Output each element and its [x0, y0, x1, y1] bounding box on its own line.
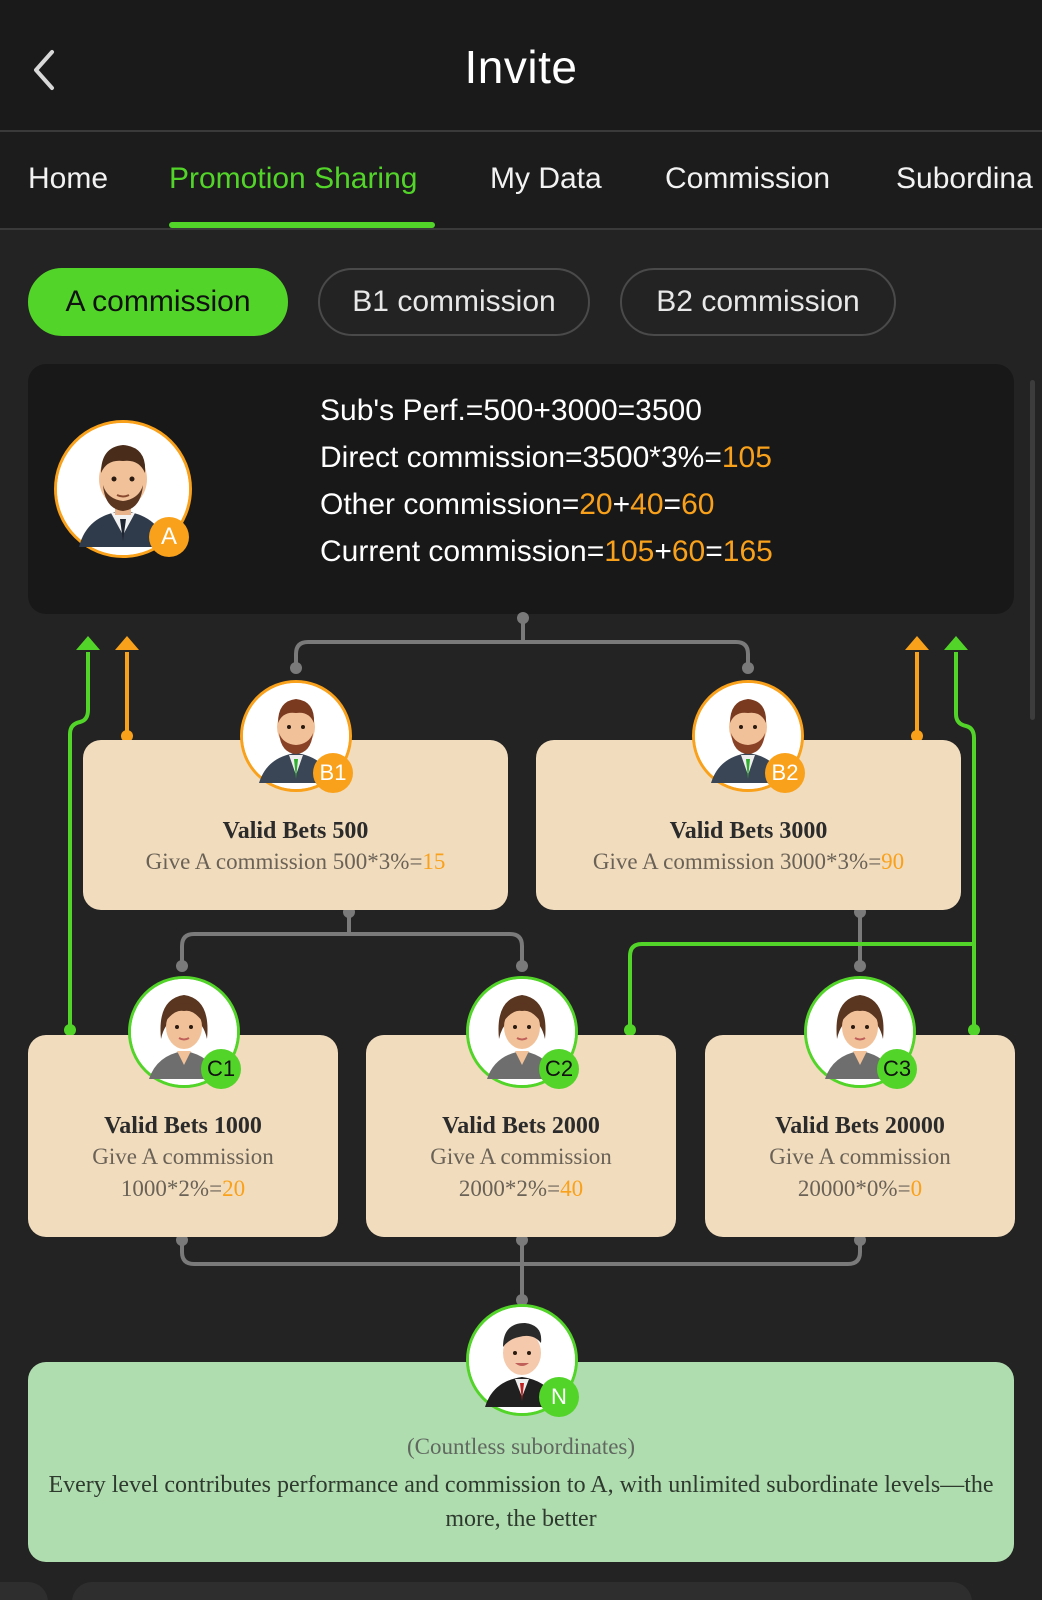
avatar-b1: B1 — [240, 680, 353, 793]
tab-subordinates[interactable]: Subordina — [896, 162, 1033, 195]
avatar-badge: A — [149, 517, 189, 557]
direct-commission-text: Direct commission=3500*3%=105 — [320, 441, 772, 475]
direct-commission-label: Direct commission=3500*3%= — [320, 441, 722, 474]
a-commission-button[interactable]: A commission — [28, 268, 288, 336]
current-commission-a: 105 — [604, 535, 655, 568]
bottom-bar-right — [72, 1582, 972, 1600]
b1-commission-button[interactable]: B1 commission — [318, 268, 590, 336]
c3-commission-value: 0 — [910, 1176, 923, 1201]
c2-commission-formula: 2000*2%= — [458, 1176, 561, 1201]
back-button[interactable] — [24, 44, 72, 96]
other-commission-total: 60 — [681, 488, 715, 521]
b1-commission-formula: Give A commission 500*3%= — [145, 849, 423, 874]
c2-commission-text: Give A commission — [430, 1144, 612, 1169]
woman-avatar-icon — [131, 979, 237, 1085]
tab-promotion-sharing[interactable]: Promotion Sharing — [169, 162, 418, 195]
active-tab-indicator — [169, 222, 435, 228]
c2-valid-bets: Valid Bets 2000 — [442, 1113, 600, 1139]
other-commission-label: Other commission= — [320, 488, 580, 521]
avatar-a: A — [54, 420, 192, 558]
avatar-c1: C1 — [128, 976, 241, 1089]
c3-commission-formula: 20000*0%= — [797, 1176, 911, 1201]
current-commission-text: Current commission=105+60=165 — [320, 535, 773, 569]
c3-commission-formula-line: 20000*0%=0 — [705, 1173, 1015, 1205]
tab-my-data[interactable]: My Data — [490, 162, 602, 195]
b2-valid-bets: Valid Bets 3000 — [669, 818, 828, 844]
c1-commission-text: Give A commission — [92, 1144, 274, 1169]
b2-commission-value: 90 — [881, 849, 905, 874]
avatar-c2: C2 — [466, 976, 579, 1089]
other-commission-a: 20 — [579, 488, 613, 521]
b2-commission-button[interactable]: B2 commission — [620, 268, 896, 336]
avatar-badge: B2 — [765, 753, 805, 793]
avatar-badge: B1 — [313, 753, 353, 793]
chevron-left-icon — [34, 50, 54, 90]
c2-commission-formula-line: 2000*2%=40 — [366, 1173, 676, 1205]
c3-valid-bets: Valid Bets 20000 — [775, 1113, 945, 1139]
current-commission-label: Current commission= — [320, 535, 605, 568]
b2-commission-text: Give A commission 3000*3%=90 — [536, 846, 961, 878]
avatar-badge: C3 — [877, 1049, 917, 1089]
c1-valid-bets: Valid Bets 1000 — [104, 1113, 262, 1139]
current-commission-b: 60 — [671, 535, 706, 568]
b1-commission-value: 15 — [422, 849, 446, 874]
other-commission-plus: + — [612, 488, 631, 521]
current-commission-eq: = — [705, 535, 723, 568]
other-commission-text: Other commission=20+40=60 — [320, 488, 714, 522]
avatar-n: N — [466, 1304, 579, 1417]
b1-valid-bets: Valid Bets 500 — [222, 818, 369, 844]
c2-commission-value: 40 — [560, 1176, 584, 1201]
avatar-c3: C3 — [804, 976, 917, 1089]
current-commission-plus: + — [654, 535, 672, 568]
c1-commission-value: 20 — [222, 1176, 246, 1201]
commission-summary-card: A Sub's Perf.=500+3000=3500 Direct commi… — [28, 364, 1014, 614]
scrollbar[interactable] — [1030, 380, 1035, 720]
subs-performance-text: Sub's Perf.=500+3000=3500 — [320, 394, 702, 427]
c1-commission-formula-line: 1000*2%=20 — [28, 1173, 338, 1205]
c3-commission-text: Give A commission — [769, 1144, 951, 1169]
current-commission-total: 165 — [722, 535, 773, 568]
bottom-bar-left — [0, 1582, 48, 1600]
avatar-b2: B2 — [692, 680, 805, 793]
countless-subordinates-card: (Countless subordinates) Every level con… — [28, 1362, 1014, 1562]
tab-home[interactable]: Home — [28, 162, 109, 195]
tab-bar: Home Promotion Sharing My Data Commissio… — [0, 132, 1042, 230]
b2-commission-formula: Give A commission 3000*3%= — [592, 849, 882, 874]
avatar-badge: N — [539, 1377, 579, 1417]
avatar-badge: C2 — [539, 1049, 579, 1089]
page-title: Invite — [464, 41, 578, 93]
countless-subordinates-description: Every level contributes performance and … — [48, 1472, 994, 1532]
tab-commission[interactable]: Commission — [665, 162, 831, 195]
avatar-badge: C1 — [201, 1049, 241, 1089]
countless-subordinates-subtitle: (Countless subordinates) — [406, 1434, 636, 1459]
c1-commission-formula: 1000*2%= — [120, 1176, 223, 1201]
direct-commission-value: 105 — [721, 441, 772, 474]
other-commission-b: 40 — [630, 488, 664, 521]
other-commission-eq: = — [663, 488, 682, 521]
header-bar: Invite — [0, 0, 1042, 132]
b1-commission-text: Give A commission 500*3%=15 — [83, 846, 508, 878]
